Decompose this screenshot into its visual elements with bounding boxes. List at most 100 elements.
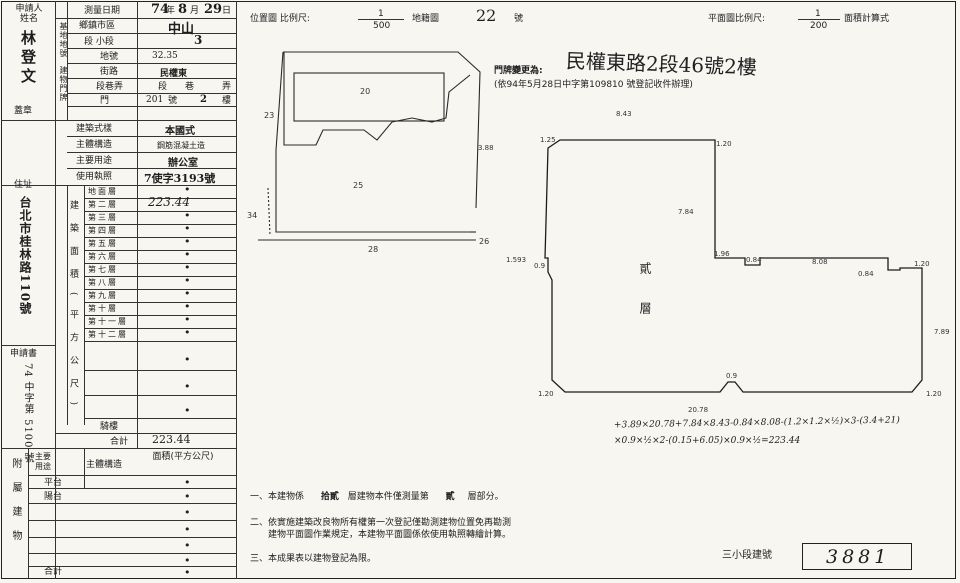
floor-row-label: 第九層 [88,291,118,300]
district-value: 中山 [168,22,195,37]
map-label: 地籍圖 [412,14,440,24]
total-label: 合計 [110,437,129,447]
floor-row-empty-dot: • [184,326,191,339]
dim-20-78: 20.78 [688,406,708,414]
floor-row-label: 第八層 [88,278,118,287]
lane-unit-section: 段 [158,82,168,92]
loc-dim-28: 28 [368,245,378,254]
floor-row-label: 第二層 [88,200,118,209]
floor-row-empty-dot: • [184,222,191,235]
location-scale-label: 位置圖 比例尺: [250,14,310,24]
attached-row-dot: • [184,539,191,552]
dim-0-9a: 0.9 [534,262,545,270]
attached-row-balcony: 陽台 [44,492,63,502]
floor-row-label: 第六層 [88,252,118,261]
main-structure-value: 鋼筋混凝土造 [157,141,205,150]
dim-1-25: 1.25 [540,136,556,144]
dim-7-89: 7.89 [934,328,950,336]
floor-row-empty-dot: • [184,261,191,274]
main-structure-label: 主體構造 [76,140,113,150]
loc-dim-20: 20 [360,87,370,96]
floor-row-empty-dot: • [184,287,191,300]
attached-row-dot: • [184,523,191,536]
dim-1-96: 1.96 [714,250,730,258]
floor-outline [544,139,923,393]
attached-label: 附屬建物 [10,458,21,554]
main-use-value: 辦公室 [168,158,198,169]
total-value: 223.44 [152,433,191,446]
dim-8-43: 8.43 [616,110,632,118]
floor-label: 貳層 [638,262,652,342]
number-value: 201 [146,95,164,105]
survey-date-label: 測量日期 [84,6,121,16]
survey-year: 74 [151,2,170,17]
survey-month-unit: 月 [190,6,200,16]
note-1: 一、本建物係 拾貳 層建物本件僅測量第 貳 層部分。 [250,492,504,502]
dim-1-20a: 1.20 [716,140,732,148]
floor-row-empty-dot: • [184,300,191,313]
build-no-box [802,543,912,570]
number-unit: 號 [168,96,178,106]
floor-row-empty-dot: • [184,183,191,196]
loc-dim-34: 34 [247,211,257,220]
number-label: 門 [100,96,110,106]
main-use2-label: 主要用途 [35,452,51,471]
dim-8-08: 8.08 [812,258,828,266]
applicant-name-label: 申請人姓名 [15,4,43,24]
dim-1-20d: 1.20 [926,390,942,398]
seal-label: 蓋章 [14,106,33,116]
main-use-label: 主要用途 [76,156,113,166]
attached-total-label: 合計 [44,567,63,577]
survey-day: 29 [204,2,223,17]
attached-row-dot: • [184,476,191,489]
app-doc-value: 74 中字第 5100 號 [22,363,33,464]
permit-label: 使用執照 [76,172,113,182]
formula-line-2: ×0.9×½×2-(0.15+6.05)×0.9×½=223.44 [614,436,801,446]
main-structure2-label: 主體構造 [86,460,123,470]
location-scale-num: 1 [378,9,384,19]
dim-1-20c: 1.20 [538,390,554,398]
street-label: 街路 [100,67,119,77]
dim-3-88: 3.88 [478,144,494,152]
area-label: 面積(平方公尺) [152,452,214,462]
attached-row-dot: • [184,554,191,567]
attached-row-dot: • [184,506,191,519]
loc-dim-23: 23 [264,111,274,120]
survey-day-unit: 日 [222,6,232,16]
dim-0-84a: 0.84 [746,256,762,264]
floor-row-empty-dot: • [184,248,191,261]
attached-row-dot: • [184,566,191,579]
loc-dim-25: 25 [353,181,363,190]
attached-row-platform: 平台 [44,478,63,488]
address-value: 台北市桂林路110號 [18,196,32,316]
doorplate-change-label: 門牌變更為: [494,66,543,76]
empty-row-dot: • [184,380,191,393]
floor-row-label: 第五層 [88,239,118,248]
section-label: 段 小段 [84,37,114,47]
lot-label: 地號 [100,52,119,62]
note-2-line-1: 二、依實施建築改良物所有權第一次登記僅勘測建物位置免再勘測 [250,518,512,528]
district-label: 鄉鎮市區 [79,21,116,31]
floor-row-empty-dot: • [184,313,191,326]
floor-row-empty-dot: • [184,209,191,222]
floor-row-empty-dot: • [184,235,191,248]
plan-scale-label: 平面圖比例尺: [708,14,766,24]
empty-row-dot: • [184,404,191,417]
loc-dim-26: 26 [479,237,489,246]
floor-2-area: 223.44 [148,195,190,209]
floor-row-empty-dot: • [184,274,191,287]
area-calc-label: 面積計算式 [844,14,890,24]
floor-row-label: 第十一層 [88,317,128,326]
plan-scale-den: 200 [810,21,828,31]
street-value: 民權東 [160,69,188,79]
floor-value: 2 [200,94,207,105]
app-doc-label: 申請書 [10,349,38,359]
lot-value: 32.35 [152,51,178,61]
location-scale-den: 500 [373,21,391,31]
lane-unit-alley: 弄 [222,82,232,92]
dim-7-84: 7.84 [678,208,694,216]
section-value: 3 [194,33,203,47]
